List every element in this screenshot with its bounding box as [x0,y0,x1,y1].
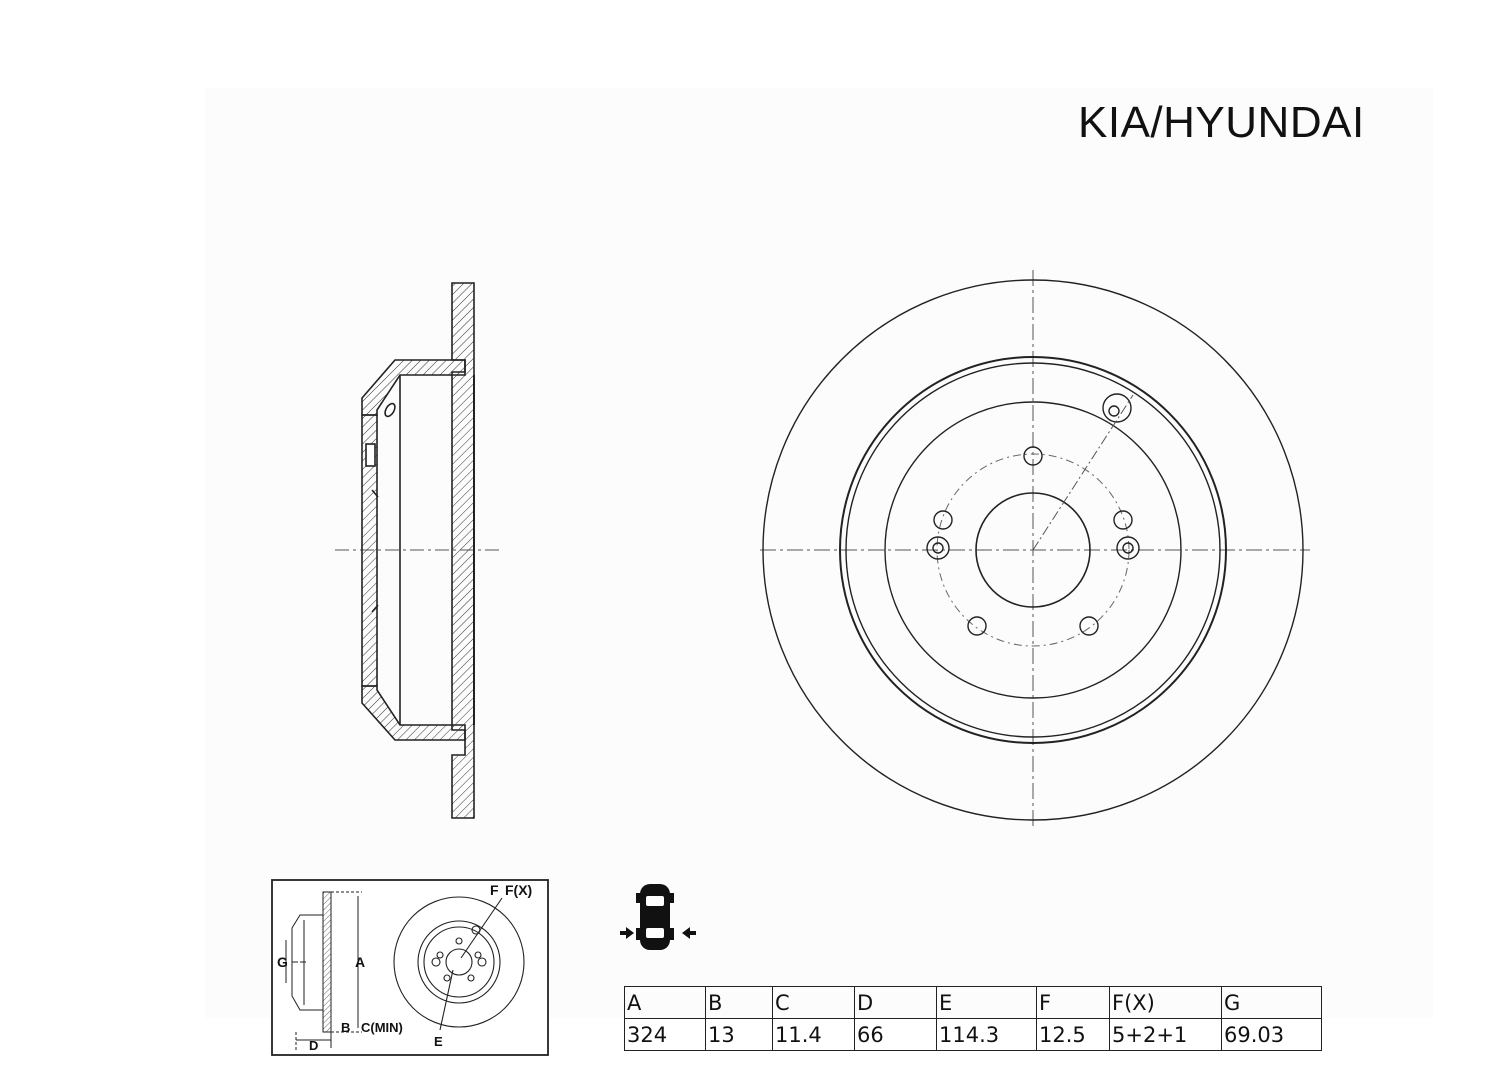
spec-value-a: 324 [624,1018,706,1051]
key-label-f: F [490,882,499,898]
front-view [760,270,1310,830]
side-section-view [335,282,500,819]
key-label-c-min: C(MIN) [361,1020,403,1035]
drawing-background [205,88,1433,1018]
spec-value-b: 13 [705,1018,773,1051]
key-label-e: E [434,1034,443,1049]
spec-header-fx: F(X) [1109,986,1222,1019]
key-label-b: B [341,1020,350,1035]
key-label-g: G [277,954,288,970]
spec-value-d: 66 [854,1018,937,1051]
spec-value-f: 12.5 [1036,1018,1110,1051]
spec-header-b: B [705,986,773,1019]
spec-header-f: F [1036,986,1110,1019]
spec-table-header-row: A B C D E F F(X) G [624,986,1322,1019]
spec-value-fx: 5+2+1 [1109,1018,1222,1051]
key-label-d: D [309,1038,318,1053]
spec-value-e: 114.3 [936,1018,1037,1051]
spec-value-g: 69.03 [1221,1018,1322,1051]
key-label-fx: F(X) [505,882,532,898]
spec-header-e: E [936,986,1037,1019]
spec-header-d: D [854,986,937,1019]
spec-table: A B C D E F F(X) G 324 13 11.4 66 114.3 … [624,986,1322,1051]
rear-axle-car-icon [620,884,696,950]
spec-table-value-row: 324 13 11.4 66 114.3 12.5 5+2+1 69.03 [624,1018,1322,1051]
spec-header-g: G [1221,986,1322,1019]
spec-header-a: A [624,986,706,1019]
spec-header-c: C [772,986,855,1019]
key-diagram: F F(X) G A B C(MIN) D E [271,879,549,1056]
key-diagram-frame [271,879,549,1056]
key-label-a: A [355,954,365,970]
brand-title: KIA/HYUNDAI [1078,98,1365,147]
spec-value-c: 11.4 [772,1018,855,1051]
